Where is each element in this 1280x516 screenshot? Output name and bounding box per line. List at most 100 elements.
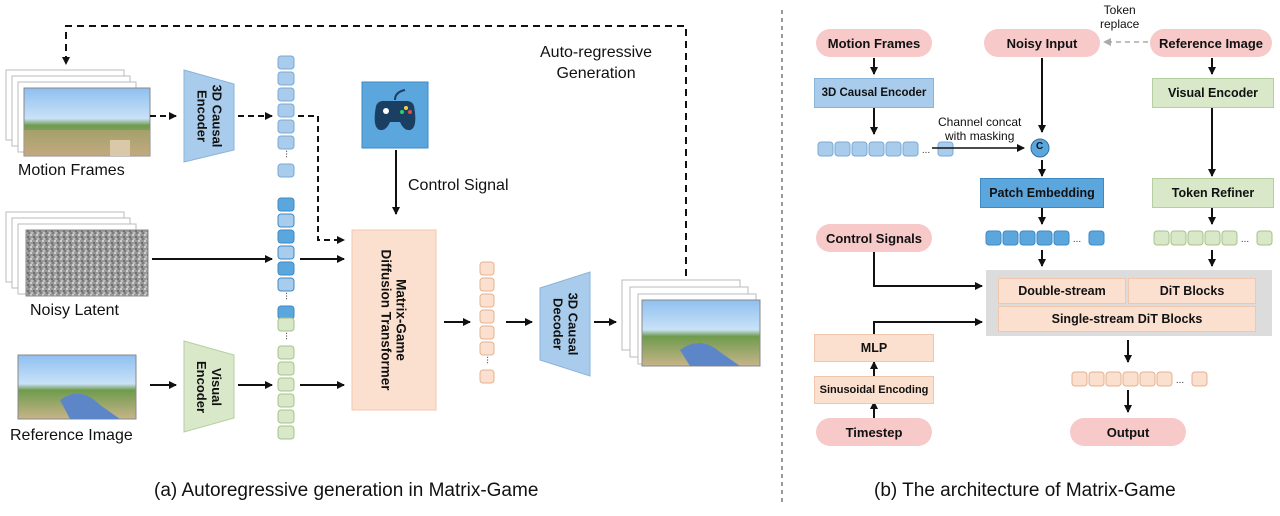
token (1088, 371, 1105, 387)
token (1071, 371, 1088, 387)
patch-embedding-box: Patch Embedding (980, 178, 1104, 208)
visual-encoder-label: Visual Encoder (194, 360, 225, 413)
token (1002, 230, 1019, 246)
token-ellipsis: ... (283, 292, 294, 300)
token-ellipsis: ... (283, 332, 294, 340)
token (277, 213, 295, 228)
token (1088, 230, 1105, 246)
generated-frames-image (621, 279, 761, 367)
token (1187, 230, 1204, 246)
motion-frames-pill-label: Motion Frames (827, 35, 921, 51)
token (868, 141, 885, 157)
control-signals-pill-label: Control Signals (825, 230, 923, 246)
causal-decoder-label: 3D Causal Decoder (550, 292, 580, 356)
noisy-latent-label: Noisy Latent (30, 302, 119, 319)
token (1053, 230, 1070, 246)
token (277, 245, 295, 260)
token (277, 377, 295, 392)
noisy-input-pill: Noisy Input (984, 29, 1100, 57)
token (277, 55, 295, 70)
mlp-label: MLP (860, 341, 888, 355)
token (479, 293, 495, 308)
causal-encoder-box: 3D Causal Encoder (814, 78, 934, 108)
token (1156, 371, 1173, 387)
token (817, 141, 834, 157)
dit-block (351, 229, 437, 411)
timestep-pill-label: Timestep (845, 424, 903, 440)
motion-frames-image (5, 69, 151, 157)
channel-concat-label: Channel concat with masking (938, 115, 1022, 143)
token-ellipsis: ... (484, 356, 495, 364)
token-refiner-label: Token Refiner (1171, 186, 1255, 200)
output-pill: Output (1070, 418, 1186, 446)
token (277, 425, 295, 440)
token (277, 229, 295, 244)
token (277, 361, 295, 376)
token (1191, 371, 1208, 387)
token (277, 71, 295, 86)
token (277, 87, 295, 102)
token (834, 141, 851, 157)
token (937, 141, 954, 157)
token (1221, 230, 1238, 246)
token-ellipsis: ... (283, 150, 294, 158)
token (1139, 371, 1156, 387)
causal-encoder-label: 3D Causal Encoder (194, 84, 224, 148)
token (1153, 230, 1170, 246)
token (1170, 230, 1187, 246)
concat-symbol: C (1036, 141, 1044, 152)
causal-encoder-shape (183, 69, 235, 163)
dit-blocks-label: DiT Blocks (1159, 284, 1225, 298)
token (277, 135, 295, 150)
token-ellipsis: ... (1176, 375, 1184, 386)
left-caption: (a) Autoregressive generation in Matrix-… (154, 480, 539, 501)
token (479, 341, 495, 356)
sinusoidal-label: Sinusoidal Encoding (819, 384, 929, 396)
reference-image-pill: Reference Image (1150, 29, 1272, 57)
double-stream-label: Double-stream (1018, 284, 1106, 298)
token (985, 230, 1002, 246)
token (277, 119, 295, 134)
token (277, 163, 295, 178)
token (885, 141, 902, 157)
token (1105, 371, 1122, 387)
gamepad-icon (361, 81, 429, 149)
token (479, 261, 495, 276)
token-replace-label: Token replace (1100, 3, 1140, 31)
token (277, 197, 295, 212)
noisy-input-pill-label: Noisy Input (1006, 35, 1078, 51)
reference-image (17, 354, 137, 420)
token (277, 393, 295, 408)
concat-icon (1030, 138, 1050, 158)
token (277, 305, 295, 320)
mlp-box: MLP (814, 334, 934, 362)
causal-decoder-shape (539, 271, 591, 377)
token (479, 309, 495, 324)
token-ellipsis: ... (1241, 234, 1249, 245)
token-refiner-box: Token Refiner (1152, 178, 1274, 208)
timestep-pill: Timestep (816, 418, 932, 446)
noisy-latent-image (5, 211, 149, 297)
right-caption: (b) The architecture of Matrix-Game (874, 480, 1176, 501)
token (479, 369, 495, 384)
output-pill-label: Output (1106, 424, 1150, 440)
visual-encoder-shape (183, 340, 235, 433)
visual-encoder-box: Visual Encoder (1152, 78, 1274, 108)
token (1122, 371, 1139, 387)
visual-encoder-box-label: Visual Encoder (1167, 86, 1259, 100)
dit-blocks-block: DiT Blocks (1128, 278, 1256, 304)
token (851, 141, 868, 157)
causal-encoder-box-label: 3D Causal Encoder (821, 87, 927, 99)
token (479, 277, 495, 292)
token (277, 277, 295, 292)
control-signals-pill: Control Signals (816, 224, 932, 252)
token (1019, 230, 1036, 246)
token (277, 345, 295, 360)
autoregressive-label: Auto-regressive Generation (540, 44, 653, 82)
token (1256, 230, 1273, 246)
token (277, 409, 295, 424)
token (1036, 230, 1053, 246)
token (1204, 230, 1221, 246)
